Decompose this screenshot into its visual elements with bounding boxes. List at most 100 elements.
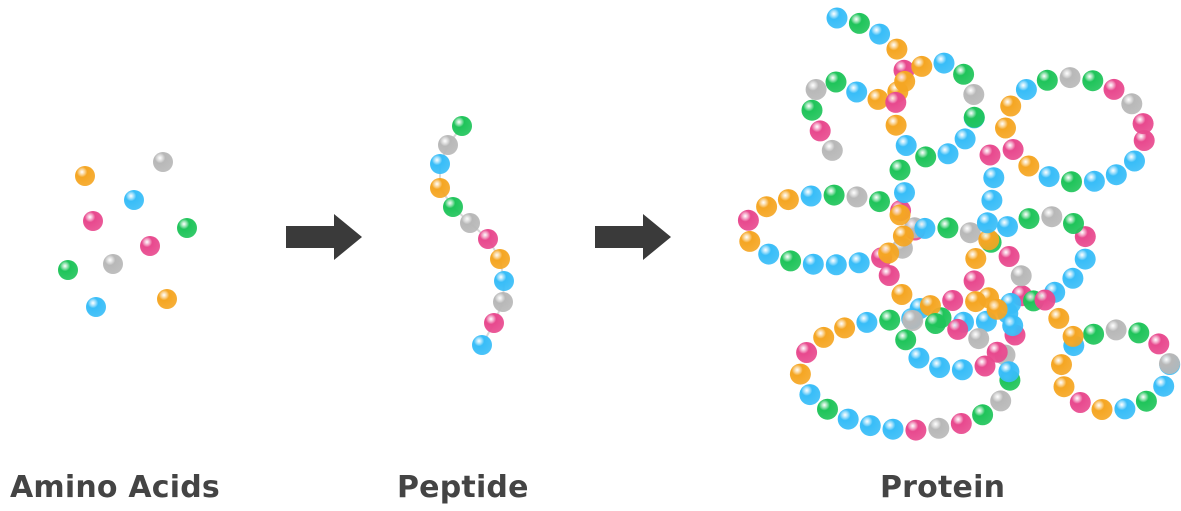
protein-amino-acid <box>1074 248 1096 270</box>
protein-amino-acid <box>1034 289 1056 311</box>
peptide-amino-acid <box>472 335 492 355</box>
protein-amino-acid <box>846 81 868 103</box>
peptide-label: Peptide <box>397 470 529 505</box>
peptide-amino-acid <box>493 292 513 312</box>
protein-amino-acid <box>846 186 868 208</box>
protein-amino-acid <box>758 243 780 265</box>
protein-amino-acid <box>894 182 915 204</box>
protein-amino-acid <box>979 144 1001 166</box>
peptide-amino-acid <box>452 116 472 136</box>
protein-amino-acid <box>995 117 1016 139</box>
protein-amino-acid <box>799 384 821 406</box>
protein-amino-acid <box>978 229 1000 251</box>
peptide-amino-acid <box>484 313 504 333</box>
protein-amino-acid <box>1062 325 1084 347</box>
amino-acid <box>75 166 95 186</box>
protein-amino-acid <box>1148 333 1170 355</box>
protein-amino-acid <box>848 12 870 34</box>
protein-amino-acid <box>895 135 917 156</box>
protein-amino-acid <box>809 120 831 142</box>
protein-amino-acid <box>777 189 799 211</box>
protein-amino-acid <box>1053 376 1075 398</box>
amino-acid <box>124 190 144 210</box>
protein-amino-acid <box>856 311 878 333</box>
peptide-amino-acid <box>430 154 450 174</box>
protein-amino-acid <box>821 139 843 161</box>
protein-amino-acid <box>869 23 891 45</box>
protein-amino-acid <box>1114 398 1136 420</box>
protein-amino-acid <box>950 413 972 434</box>
protein-amino-acid <box>1128 322 1150 344</box>
protein-amino-acid <box>1018 155 1040 177</box>
protein-amino-acid <box>1041 206 1063 228</box>
protein-amino-acid <box>737 209 759 231</box>
protein-amino-acid <box>915 146 937 168</box>
peptide-amino-acid <box>460 213 480 233</box>
protein-amino-acid <box>825 71 847 93</box>
protein-amino-acid <box>997 216 1018 238</box>
protein-amino-acid <box>1038 166 1060 188</box>
protein-amino-acid <box>954 128 976 150</box>
protein-amino-acid <box>1133 130 1155 151</box>
protein-amino-acid <box>1082 70 1104 92</box>
protein-amino-acid <box>1069 392 1091 413</box>
protein-amino-acid <box>911 55 933 77</box>
protein-amino-acid <box>837 408 859 430</box>
protein-amino-acid <box>937 143 959 165</box>
protein-amino-acid <box>981 189 1003 211</box>
protein-amino-acid <box>968 328 990 350</box>
protein-amino-acid <box>925 313 946 334</box>
protein-amino-acid <box>1091 399 1113 420</box>
amino-acid <box>58 260 78 280</box>
protein-amino-acid <box>834 317 856 339</box>
protein-amino-acid <box>1105 164 1127 186</box>
protein-amino-acid <box>928 417 950 439</box>
protein-amino-acid <box>963 84 985 105</box>
protein-amino-acid <box>1051 354 1072 376</box>
protein-amino-acid <box>800 185 822 207</box>
amino-acid <box>103 254 123 274</box>
protein-amino-acid <box>1135 390 1157 412</box>
protein-amino-acid <box>886 38 908 60</box>
protein-amino-acid <box>885 91 907 113</box>
protein-amino-acid <box>1015 79 1037 100</box>
amino-acid <box>86 297 106 317</box>
protein-amino-acid <box>1010 265 1032 287</box>
protein-amino-acid <box>1124 150 1145 172</box>
protein-amino-acid <box>1002 139 1024 160</box>
protein-amino-acid <box>933 52 955 74</box>
protein-amino-acid <box>867 88 889 110</box>
protein-amino-acid <box>894 70 916 92</box>
protein-amino-acid <box>878 242 900 264</box>
protein-amino-acid <box>780 250 802 272</box>
protein-amino-acid <box>1083 323 1105 345</box>
protein-amino-acid <box>739 230 761 252</box>
protein-amino-acid <box>1061 171 1082 193</box>
arrow-peptide-to-protein <box>595 214 671 260</box>
protein-amino-acid <box>1153 375 1175 397</box>
protein-amino-acid <box>1105 319 1127 341</box>
protein-amino-acid <box>826 7 848 29</box>
protein-amino-acid <box>976 212 998 234</box>
amino-acid <box>140 236 160 256</box>
peptide-chain <box>430 116 514 355</box>
protein-amino-acid <box>963 270 985 292</box>
protein-amino-acid <box>1036 69 1058 91</box>
protein-amino-acid <box>959 222 981 244</box>
protein-folded-chain <box>737 7 1181 441</box>
protein-amino-acid <box>947 318 969 340</box>
protein-amino-acid <box>986 341 1008 363</box>
protein-amino-acid <box>937 217 959 239</box>
protein-amino-acid <box>813 326 835 348</box>
protein-amino-acid <box>789 363 811 385</box>
protein-amino-acid <box>848 252 870 274</box>
protein-amino-acid <box>878 265 900 286</box>
protein-amino-acid <box>953 63 975 85</box>
protein-amino-acid <box>908 347 930 369</box>
protein-amino-acid <box>756 196 778 218</box>
peptide-amino-acid <box>490 249 510 269</box>
protein-amino-acid <box>1063 213 1084 234</box>
protein-amino-acid <box>902 310 924 331</box>
protein-amino-acid <box>889 204 911 226</box>
protein-amino-acid <box>986 298 1008 320</box>
